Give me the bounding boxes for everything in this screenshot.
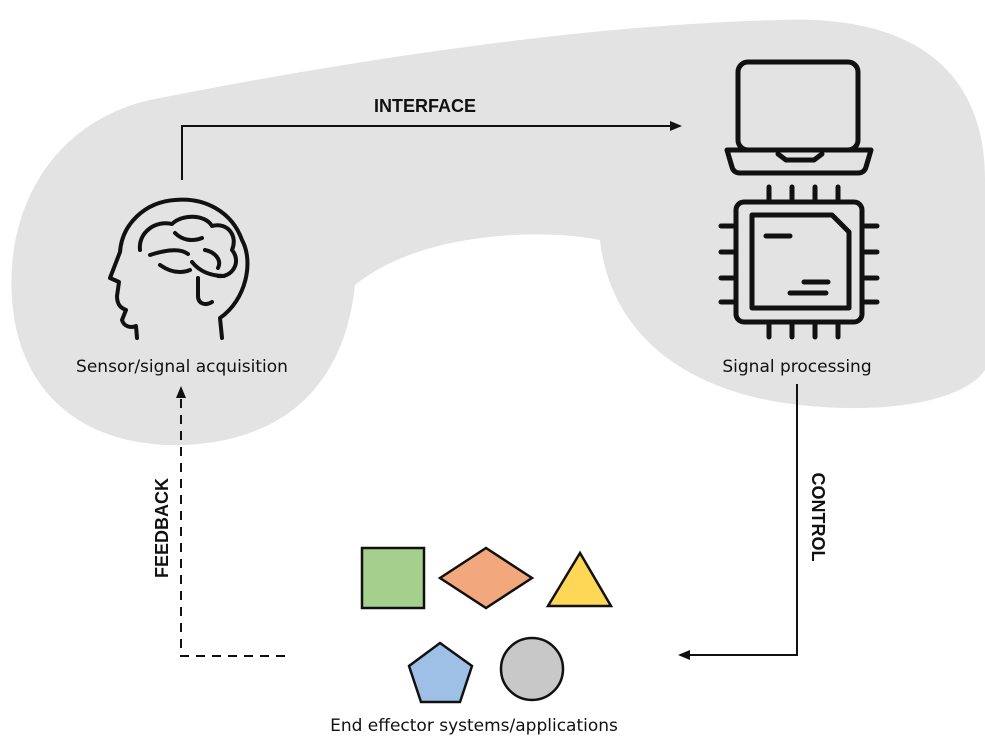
blue-pentagon <box>407 641 474 704</box>
cpu-chip-icon <box>718 184 880 340</box>
interface-label: INTERFACE <box>374 96 476 116</box>
green-square <box>360 546 426 610</box>
feedback-label: FEEDBACK <box>152 478 172 578</box>
effector-label: End effector systems/applications <box>330 716 618 736</box>
background-region <box>11 19 985 446</box>
control-label: CONTROL <box>808 473 828 562</box>
yellow-triangle <box>545 550 614 608</box>
orange-diamond <box>437 546 535 610</box>
laptop-icon <box>724 59 874 176</box>
brain-head-icon <box>108 197 250 340</box>
sensor-label: Sensor/signal acquisition <box>76 357 288 377</box>
feedback-arrow <box>176 386 285 657</box>
processing-label: Signal processing <box>722 357 871 377</box>
control-arrow <box>678 384 798 660</box>
interface-arrow <box>181 121 682 180</box>
grey-circle <box>499 636 565 702</box>
